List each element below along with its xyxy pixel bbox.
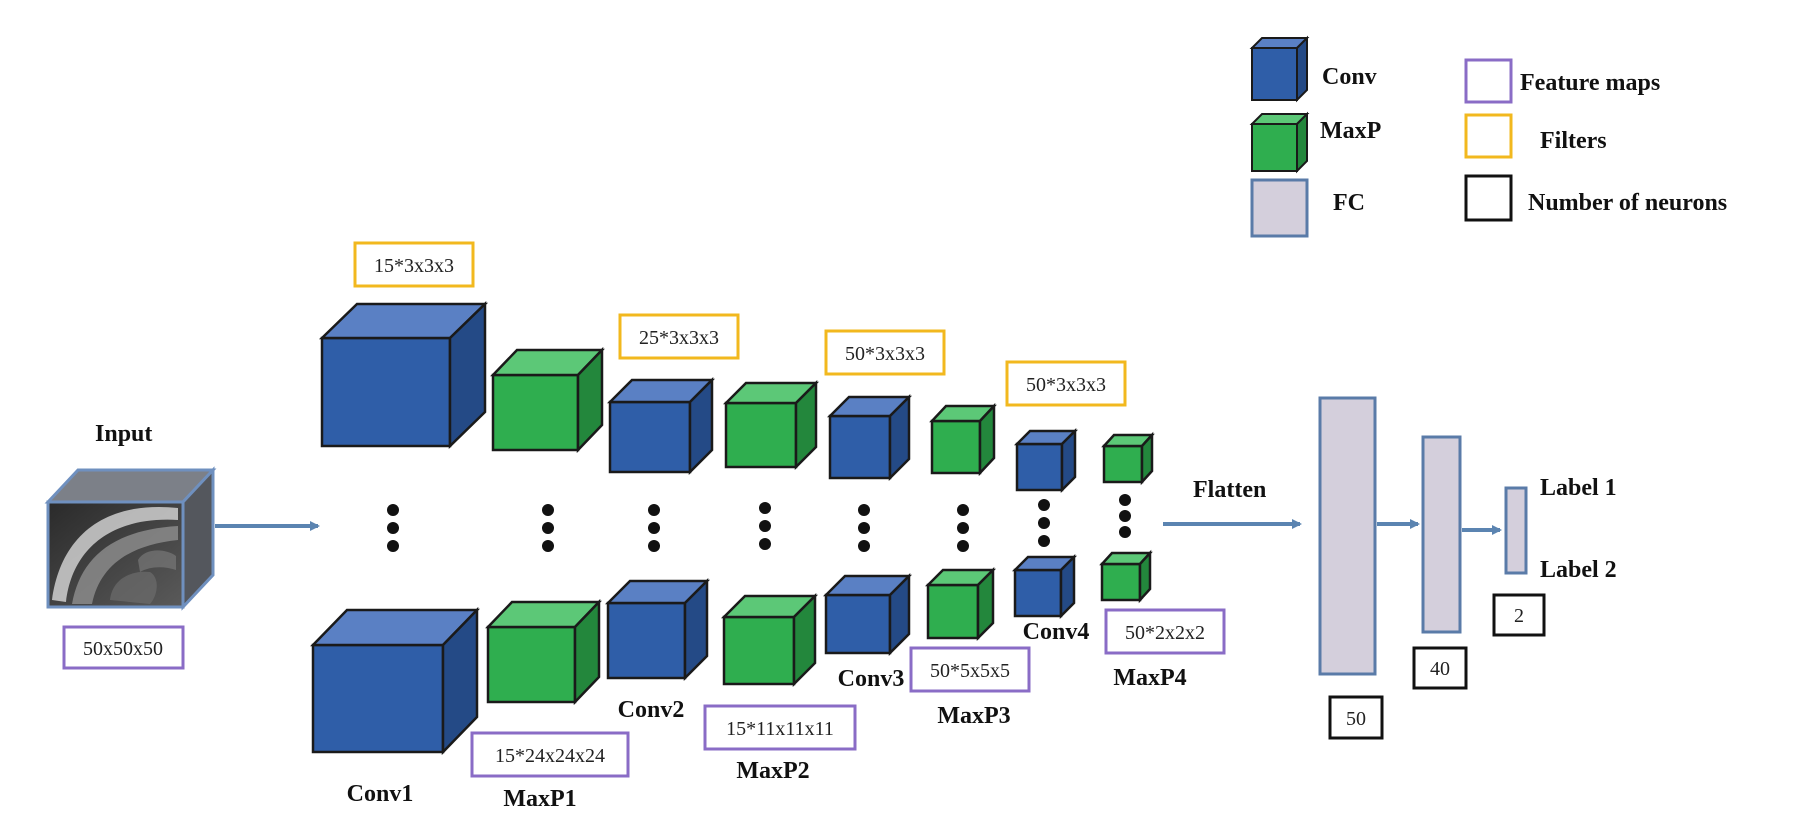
input-volume <box>44 466 217 611</box>
conv3-filter-text: 50*3x3x3 <box>845 343 925 365</box>
maxp3-cube-top <box>929 402 997 477</box>
maxp4-label: MaxP4 <box>1113 665 1186 691</box>
conv3-filter-box <box>824 329 946 376</box>
legend-filters-swatch <box>1464 113 1513 159</box>
input-title: Input <box>95 421 152 447</box>
maxp2-label: MaxP2 <box>736 758 809 784</box>
legend-conv-cube <box>1249 35 1310 103</box>
legend-filters-label: Filters <box>1540 128 1607 154</box>
dots-conv4 <box>1038 499 1050 547</box>
maxp2-cube-top <box>722 379 820 471</box>
input-size-box <box>62 625 185 670</box>
legend-conv-label: Conv <box>1322 64 1377 90</box>
fc1-neurons-box <box>1328 695 1384 740</box>
maxp1-maps-text: 15*24x24x24 <box>495 745 605 767</box>
fc-layer-1 <box>1318 396 1377 676</box>
conv2-label: Conv2 <box>618 697 685 723</box>
dots-maxp2 <box>759 502 771 550</box>
conv4-cube-bottom <box>1011 553 1078 620</box>
legend-feature-maps-label: Feature maps <box>1520 70 1660 96</box>
legend-fc-swatch <box>1250 178 1309 238</box>
maxp3-maps-box <box>909 646 1031 693</box>
legend-maxp-cube <box>1249 111 1310 174</box>
legend-fc-label: FC <box>1333 190 1365 216</box>
legend: Conv MaxP FC Feature maps Filters Number… <box>1249 35 1727 238</box>
output-label-2: Label 2 <box>1540 557 1617 583</box>
fc2-neurons-text: 40 <box>1430 658 1450 680</box>
conv4-cube-top <box>1013 427 1079 494</box>
legend-neurons-label: Number of neurons <box>1528 190 1727 216</box>
maxp1-label: MaxP1 <box>503 786 576 812</box>
conv3-label: Conv3 <box>838 666 905 692</box>
fc-layer-2 <box>1421 435 1462 634</box>
maxp4-cube-bottom <box>1099 549 1153 604</box>
legend-neurons-swatch <box>1464 174 1513 222</box>
maxp2-maps-text: 15*11x11x11 <box>726 718 834 740</box>
conv4-filter-box <box>1005 360 1127 407</box>
dots-conv1 <box>387 504 399 552</box>
output-label-1: Label 1 <box>1540 475 1617 501</box>
flatten-label: Flatten <box>1193 477 1266 503</box>
maxp2-maps-box <box>703 704 857 751</box>
fc3-neurons-text: 2 <box>1514 605 1524 627</box>
fc1-neurons-text: 50 <box>1346 708 1366 730</box>
conv2-cube-top <box>606 376 716 476</box>
dots-maxp4 <box>1119 494 1131 538</box>
fc3-neurons-box <box>1492 593 1546 637</box>
dots-maxp3 <box>957 504 969 552</box>
conv2-cube-bottom <box>604 577 711 682</box>
conv3-cube-top <box>826 393 913 482</box>
conv1-filter-box <box>353 241 475 288</box>
conv2-filter-text: 25*3x3x3 <box>639 327 719 349</box>
conv1-filter-text: 15*3x3x3 <box>374 255 454 277</box>
maxp1-cube-top <box>490 346 605 454</box>
conv1-label: Conv1 <box>347 781 414 807</box>
conv3-cube-bottom <box>822 572 913 657</box>
maxp2-cube-bottom <box>720 592 819 688</box>
input-size-text: 50x50x50 <box>83 638 163 660</box>
dots-maxp1 <box>542 504 554 552</box>
legend-maxp-label: MaxP <box>1320 118 1381 144</box>
conv1-cube-bottom <box>310 606 480 756</box>
maxp1-cube-bottom <box>485 598 602 706</box>
maxp3-maps-text: 50*5x5x5 <box>930 660 1010 682</box>
maxp3-label: MaxP3 <box>937 703 1010 729</box>
maxp4-maps-box <box>1104 608 1226 655</box>
conv4-label: Conv4 <box>1023 619 1090 645</box>
fc-layer-3 <box>1504 486 1528 575</box>
dots-conv2 <box>648 504 660 552</box>
conv2-filter-box <box>618 313 740 360</box>
maxp1-maps-box <box>470 731 630 778</box>
brain-mri-slice <box>52 506 178 604</box>
legend-feature-maps-swatch <box>1464 58 1513 104</box>
conv1-cube-top <box>318 301 489 449</box>
maxp4-cube-top <box>1101 431 1155 486</box>
continuation-dots <box>387 494 1131 552</box>
maxp3-cube-bottom <box>924 566 997 642</box>
maxp4-maps-text: 50*2x2x2 <box>1125 622 1205 644</box>
dots-conv3 <box>858 504 870 552</box>
fc2-neurons-box <box>1412 646 1468 690</box>
conv4-filter-text: 50*3x3x3 <box>1026 374 1106 396</box>
